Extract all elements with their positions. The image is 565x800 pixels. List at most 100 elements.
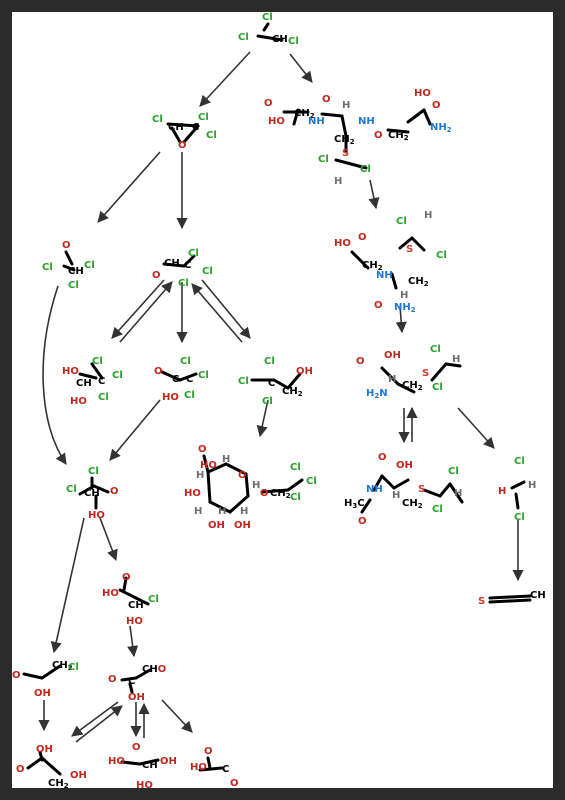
epoxide-cl-1: Cl <box>152 114 163 125</box>
oxalic-o-2: O <box>230 778 239 788</box>
cysgly-h-2: H <box>400 290 408 301</box>
ch-hydrate-cl-1: Cl <box>92 356 103 367</box>
mca-ch: CH <box>128 600 144 611</box>
gluc-oh-2: OH <box>234 520 251 531</box>
tca-cl-3: Cl <box>184 390 195 401</box>
epoxide-cl-2: Cl <box>198 112 209 123</box>
tce-cl-top: Cl <box>262 12 273 23</box>
gsh-cl-2: Cl <box>360 164 371 175</box>
dcac-cl-3: Cl <box>68 280 79 291</box>
dcac-cl-1: Cl <box>42 262 53 273</box>
tceoh-cl-3: Cl <box>262 396 273 407</box>
arrow-dca-to-glyoxylic-chloride <box>99 517 118 562</box>
gsh-nh-1: NH <box>308 116 325 127</box>
cys-s: S <box>422 368 429 379</box>
cys-h-1: H <box>452 354 460 365</box>
glycolate-ho-2: HO <box>136 780 153 788</box>
gsh-nh-2: NH <box>358 116 375 127</box>
glyox-oh: OH <box>128 692 145 703</box>
tceoh-oh: OH <box>296 366 313 377</box>
glycolic-oh-2: OH <box>70 770 87 781</box>
cysgly-cl-1: Cl <box>396 216 407 227</box>
cysgly-cl-2: Cl <box>436 250 447 261</box>
dca-cl-1: Cl <box>88 466 99 477</box>
arrow-glycolic-to-glyoxylic <box>75 705 123 743</box>
tce-ch: CH <box>272 34 288 45</box>
thiol-cl-1: Cl <box>514 456 525 467</box>
arrow-trichloroethanol-to-chloral <box>191 283 243 343</box>
arrow-tce-to-epoxide <box>199 51 251 107</box>
gluc-cl-1: Cl <box>290 462 301 473</box>
chloral-o: O <box>152 270 161 281</box>
oxalic-ho: HO <box>190 762 207 773</box>
glycolate-ho: HO <box>108 756 125 767</box>
arrow-dca-to-chloroacetic-acid <box>50 517 85 654</box>
gsh-o-1: O <box>264 98 273 109</box>
tceoh-ch2: CH2 <box>282 386 303 398</box>
dcac-ch: CH <box>68 266 84 277</box>
arrow-cysgly-to-cysteine-conjugate <box>395 305 407 334</box>
chloral-cl-2: Cl <box>202 266 213 277</box>
ch-hydrate-ho-2: HO <box>70 396 87 407</box>
arrow-gsh-to-cys-conjugate <box>368 179 380 210</box>
gsh-nh2: NH2 <box>430 122 452 134</box>
cys-cl-1: Cl <box>430 344 441 355</box>
chemical-bonds <box>22 22 532 776</box>
gsh-ho: HO <box>268 116 285 127</box>
thiol-hs: H <box>498 486 506 497</box>
tca-cl-2: Cl <box>198 370 209 381</box>
glycolic-o: O <box>16 764 25 775</box>
chloral-cl-1: Cl <box>188 248 199 259</box>
gluc-h-4: H <box>194 506 202 517</box>
gsh-o-4: O <box>432 100 441 111</box>
nac-h-1: H <box>454 488 462 499</box>
gsh-ch2-1: CH2 <box>294 108 315 120</box>
gluc-h-1: H <box>222 454 230 465</box>
cys-ch2: CH2 <box>402 380 423 392</box>
gsh-s: S <box>342 148 349 159</box>
dca-ch: CH <box>84 488 100 499</box>
nac-h3c: H3C <box>344 498 365 510</box>
chloral-c: C <box>184 260 191 271</box>
thiol-h: H <box>528 480 536 491</box>
glycolic-oh: OH <box>36 744 53 755</box>
arrow-chloral-hydrate-to-chloral <box>119 281 173 343</box>
cysgly-ho: HO <box>334 238 351 249</box>
epoxide-c: C <box>192 122 199 133</box>
cysgly-o-2: O <box>374 300 383 311</box>
dca-ho: HO <box>88 510 105 521</box>
atom-labels: Cl Cl CH Cl Cl CH Cl C Cl O O HO CH2 NH … <box>12 12 546 788</box>
gsh-cl-1: Cl <box>318 154 329 165</box>
nac-s: S <box>418 484 425 495</box>
cysgly-o-1: O <box>358 232 367 243</box>
reaction-arrows <box>38 51 524 743</box>
tce-cl-left: Cl <box>238 32 249 43</box>
cysgly-s: S <box>406 244 413 255</box>
gluc-h-3: H <box>252 480 260 491</box>
metabolic-pathway: Cl Cl CH Cl Cl CH Cl C Cl O O HO CH2 NH … <box>12 12 546 788</box>
dca-o: O <box>110 486 119 497</box>
gsh-h-2: H <box>334 176 342 187</box>
nac-o-2: O <box>358 516 367 527</box>
tca-c2: C <box>186 374 193 385</box>
arrow-dcac-to-dichloroacetic-acid <box>42 285 67 465</box>
mca-cl: Cl <box>148 594 159 605</box>
arrow-chloral-to-trichloroethanol <box>201 279 251 339</box>
nac-h-2: H <box>392 490 400 501</box>
arrow-tceoh-to-glucuronide <box>256 399 269 438</box>
chloral-cl-3: Cl <box>178 278 189 289</box>
glyox-o: O <box>108 674 117 685</box>
gluc-ho-1: HO <box>200 460 217 471</box>
chloroacetic-cl: Cl <box>68 662 79 673</box>
gluc-cl-2: Cl <box>306 476 317 487</box>
gluc-h-5: H <box>218 506 226 517</box>
cys-oh: OH <box>384 350 401 361</box>
mca-ho-2: HO <box>126 616 143 627</box>
ch-hydrate-c: C <box>98 376 105 387</box>
tca-cl-1: Cl <box>180 356 191 367</box>
thiol-cl-2: Cl <box>514 512 525 523</box>
tceoh-c: C <box>268 378 275 389</box>
cysgly-ch2-2: CH2 <box>408 276 429 288</box>
gsh-h: H <box>342 100 350 111</box>
gsh-o-2: O <box>322 94 331 105</box>
